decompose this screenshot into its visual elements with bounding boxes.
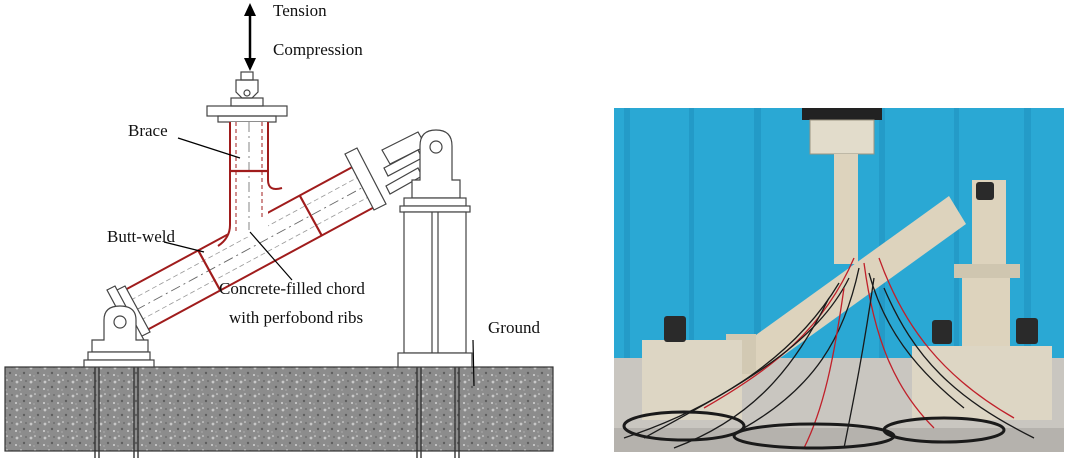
butt-weld-label: Butt-weld bbox=[107, 227, 175, 246]
left-end-support bbox=[83, 285, 155, 368]
right-end-support bbox=[344, 129, 471, 213]
load-direction-arrow bbox=[244, 3, 256, 71]
leader-lines bbox=[163, 137, 475, 387]
chord-label-line2: with perfobond ribs bbox=[229, 308, 363, 327]
chord-label-line1: Concrete-filled chord bbox=[219, 279, 365, 298]
brace-tube bbox=[215, 122, 285, 248]
actuator-clevis bbox=[206, 71, 288, 123]
compression-label: Compression bbox=[273, 40, 363, 59]
brace-label: Brace bbox=[128, 121, 168, 140]
tension-label: Tension bbox=[273, 1, 327, 20]
ground-label: Ground bbox=[488, 318, 540, 337]
chord-tube bbox=[123, 162, 382, 332]
support-column bbox=[397, 211, 473, 368]
ground-block bbox=[4, 366, 554, 452]
test-specimen-photo bbox=[614, 108, 1064, 452]
test-setup-schematic: Tension Compression bbox=[4, 1, 554, 458]
anchor-bolts bbox=[94, 352, 460, 458]
